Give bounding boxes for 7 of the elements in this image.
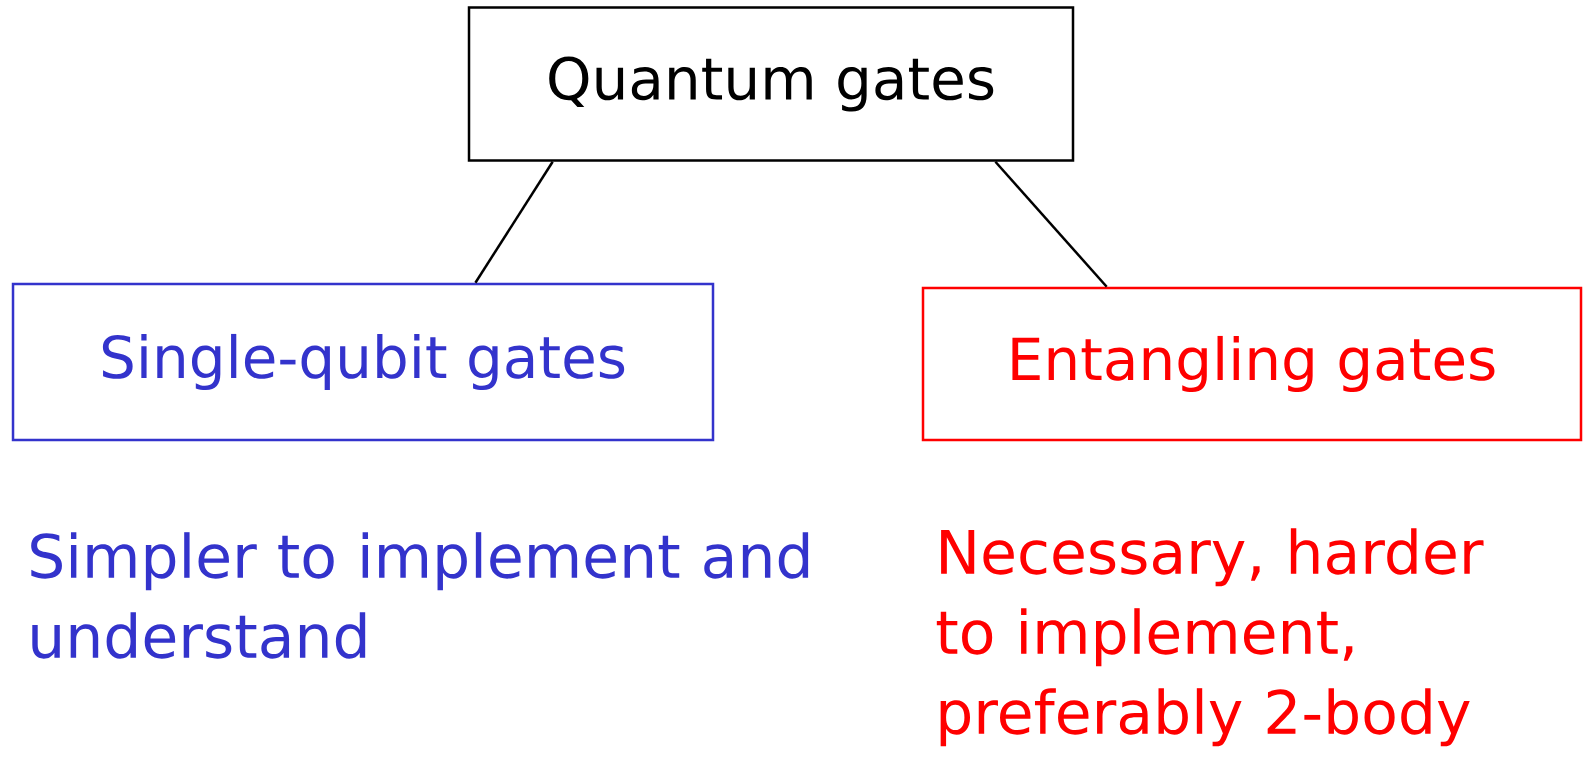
gate-box: Quantum gates (467, 6, 1075, 162)
description-text: Simpler to implement and understand (31, 532, 809, 659)
connector-line (994, 160, 1108, 288)
gate-box: Single-qubit gates (11, 282, 715, 442)
gate-box: Entangling gates (921, 286, 1583, 442)
description-text: Necessary, harder to implement, preferably 2-body (936, 528, 1484, 747)
connector-line (474, 161, 554, 284)
